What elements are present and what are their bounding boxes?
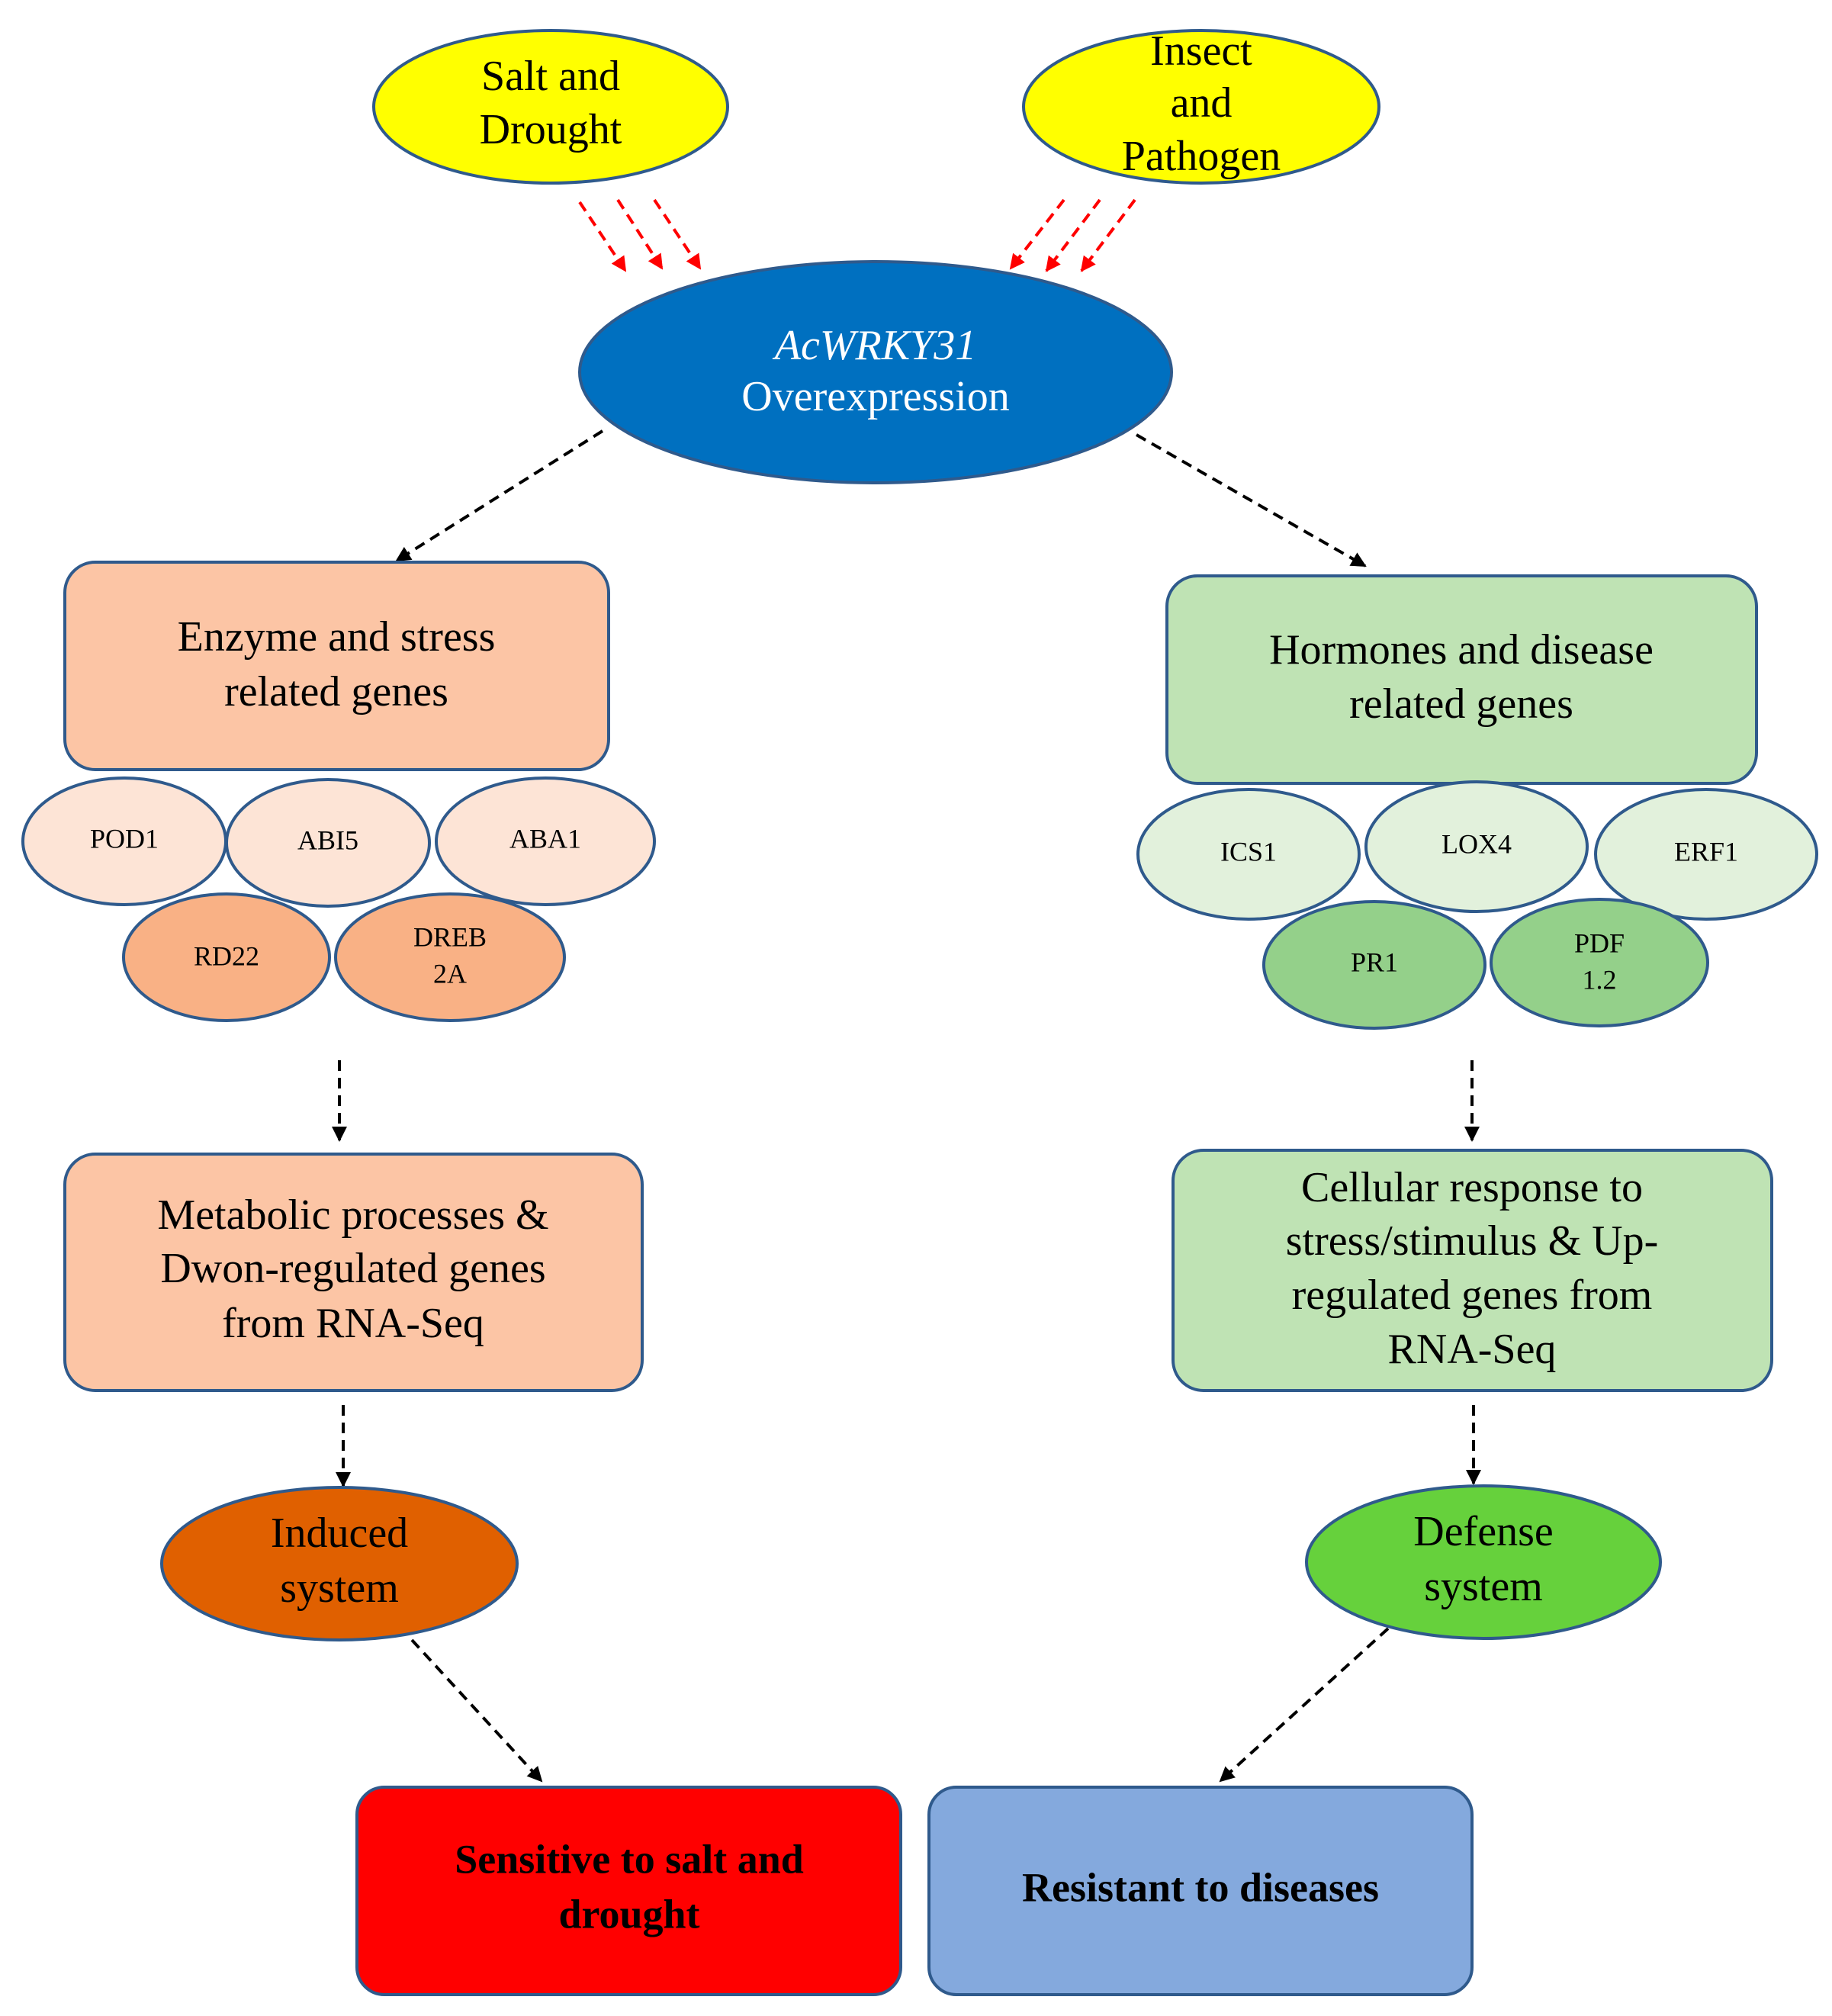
right-process-line-4: RNA-Seq [1388, 1326, 1557, 1373]
stressor-salt-drought-line-2: Drought [480, 106, 622, 153]
gene-oval-erf1 [1594, 788, 1818, 921]
gene-label-pdf12-line-1: PDF [1574, 928, 1625, 958]
left-process-line-1: Metabolic processes & [157, 1191, 548, 1239]
gene-label-lox4: LOX4 [1441, 828, 1512, 859]
right-process-line-3: regulated genes from [1292, 1272, 1653, 1319]
stressor-insect-pathogen-line-3: Pathogen [1122, 133, 1281, 180]
gene-label-erf1: ERF1 [1674, 836, 1738, 867]
left-box-line-1: Enzyme and stress [178, 613, 496, 661]
stressor-insect-pathogen-line-2: and [1171, 79, 1233, 127]
arrow-induced-to-sensitive [410, 1638, 543, 1783]
right-box-line-1: Hormones and disease [1269, 626, 1654, 674]
gene-label-pdf12-line-2: 1.2 [1583, 964, 1617, 995]
gene-label-pr1: PR1 [1351, 947, 1398, 977]
red-arrow-right-1 [1009, 198, 1065, 270]
gene-label-ics1: ICS1 [1220, 836, 1277, 867]
outcome-sensitive: Sensitive to salt and drought [355, 1786, 902, 1996]
gene-oval-ics1 [1136, 788, 1361, 921]
gene-oval-abi5 [225, 778, 431, 908]
gene-oval-pr1 [1262, 900, 1486, 1030]
arrow-defense-to-resistant [1219, 1627, 1390, 1783]
right-process-box: Cellular response to stress/stimulus & U… [1172, 1149, 1773, 1392]
right-process-line-1: Cellular response to [1301, 1164, 1643, 1211]
red-arrow-left-3 [653, 198, 702, 270]
arrow-core-to-left [395, 429, 604, 562]
gene-oval-dreb2a [334, 892, 566, 1022]
gene-label-abi5: ABI5 [297, 825, 358, 855]
stress-signal-arrows [578, 198, 1136, 272]
stressor-salt-drought-line-1: Salt and [481, 53, 620, 100]
left-process-box: Metabolic processes & Dwon-regulated gen… [63, 1153, 644, 1392]
gene-label-dreb2a-line-1: DREB [413, 921, 487, 952]
left-box-line-2: related genes [224, 668, 448, 715]
outcome-resistant: Resistant to diseases [927, 1786, 1474, 1996]
right-gene-category-box: Hormones and disease related genes [1165, 574, 1758, 785]
core-overexpression: AcWRKY31 Overexpression [578, 260, 1173, 484]
gene-label-dreb2a-line-2: 2A [433, 958, 467, 989]
outcome-sensitive-line-1: Sensitive to salt and [455, 1836, 804, 1882]
gene-label-rd22: RD22 [194, 940, 259, 971]
outcome-sensitive-line-2: drought [558, 1891, 699, 1937]
left-gene-category-box: Enzyme and stress related genes [63, 561, 610, 771]
stressor-insect-pathogen-line-1: Insect [1150, 27, 1252, 75]
left-system-line-1: Induced [271, 1510, 408, 1557]
left-process-line-3: from RNA-Seq [222, 1300, 484, 1347]
right-gene-cluster: ICS1 LOX4 ERF1 PR1 PDF 1.2 [1136, 780, 1818, 1030]
red-arrow-right-2 [1045, 198, 1101, 272]
core-label: Overexpression [741, 373, 1009, 420]
red-arrow-left-2 [616, 198, 664, 270]
right-system-line-1: Defense [1413, 1508, 1553, 1555]
gene-oval-aba1 [435, 776, 656, 906]
outcome-resistant-line-1: Resistant to diseases [1022, 1864, 1379, 1910]
right-defense-system: Defense system [1305, 1484, 1662, 1640]
gene-label-pod1: POD1 [90, 823, 159, 854]
left-process-line-2: Dwon-regulated genes [160, 1245, 545, 1292]
gene-oval-lox4 [1364, 780, 1589, 913]
red-arrow-right-3 [1080, 198, 1136, 272]
gene-label-aba1: ABA1 [509, 823, 581, 854]
left-system-line-2: system [280, 1564, 399, 1612]
gene-oval-rd22 [122, 892, 331, 1022]
core-gene-name: AcWRKY31 [772, 322, 976, 369]
stressor-salt-drought: Salt and Drought [372, 29, 729, 185]
arrow-core-to-right [1136, 433, 1367, 568]
left-induced-system: Induced system [160, 1486, 519, 1641]
right-process-line-2: stress/stimulus & Up- [1286, 1217, 1658, 1265]
right-system-line-2: system [1424, 1563, 1543, 1610]
right-box-line-2: related genes [1349, 680, 1573, 728]
red-arrow-left-1 [578, 201, 627, 272]
left-gene-cluster: POD1 ABI5 ABA1 RD22 DREB 2A [21, 776, 656, 1022]
stressor-insect-pathogen: Insect and Pathogen [1022, 27, 1380, 185]
gene-oval-pdf12 [1490, 898, 1709, 1027]
